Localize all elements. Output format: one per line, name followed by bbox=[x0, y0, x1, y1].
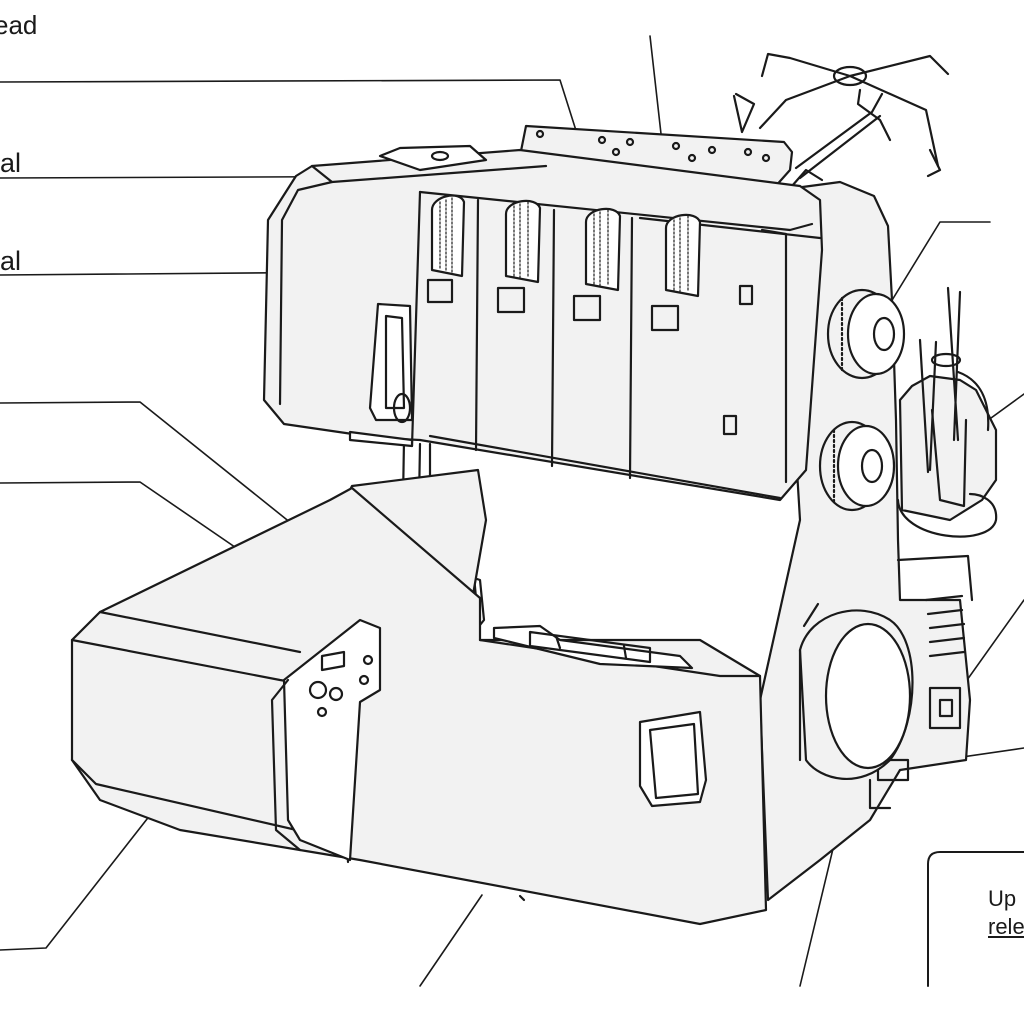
label-dial-2: al bbox=[0, 246, 22, 276]
note-box-line-2: rele bbox=[988, 914, 1024, 939]
tension-dials bbox=[426, 194, 754, 436]
tension-dial-4 bbox=[650, 213, 702, 332]
leader-line-6 bbox=[0, 804, 159, 951]
spool-holder bbox=[896, 286, 998, 538]
upper-housing bbox=[262, 144, 824, 502]
side-dials bbox=[818, 288, 906, 512]
tension-dial-1 bbox=[426, 194, 466, 304]
note-box bbox=[927, 851, 1024, 987]
tension-dial-2 bbox=[496, 199, 542, 314]
label-top-cut: ead bbox=[0, 10, 38, 40]
tension-dial-3 bbox=[572, 207, 622, 322]
side-slot-upper bbox=[738, 284, 754, 306]
label-dial-1: al bbox=[0, 148, 22, 178]
note-box-line-1: Up bbox=[988, 886, 1017, 911]
side-slot-lower bbox=[722, 414, 738, 436]
thread-stand bbox=[732, 52, 950, 188]
leader-line-12 bbox=[885, 221, 991, 311]
machine-bed bbox=[70, 486, 768, 926]
leader-line-7 bbox=[419, 894, 483, 987]
handwheel bbox=[798, 602, 914, 781]
